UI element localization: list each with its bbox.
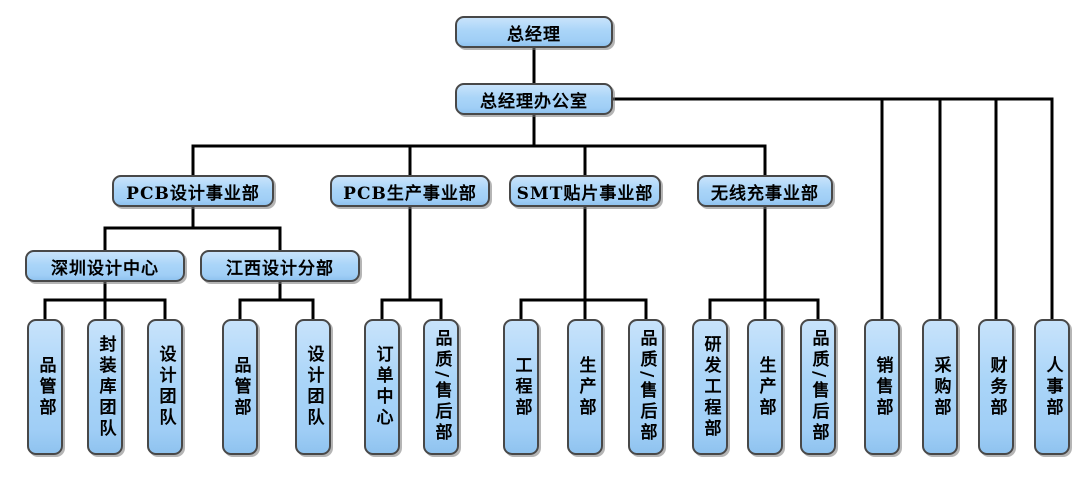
org-node-label: PCB生产事业部 [343,183,477,204]
org-node-jx-design-team: 设计团队 [295,319,331,455]
org-node-label: 生产部 [755,355,776,419]
org-node-gm-office: 总经理办公室 [455,83,613,115]
org-node-general-manager: 总经理 [455,16,613,48]
org-node-label: 品质/售后部 [431,329,452,445]
org-node-pcbprod-quality-after-sales: 品质/售后部 [423,319,459,455]
org-node-smt-division: SMT贴片事业部 [509,175,661,207]
org-node-wl-production-dept: 生产部 [747,319,783,455]
org-node-label: 生产部 [575,355,596,419]
org-node-smt-quality-after-sales: 品质/售后部 [628,319,664,455]
org-node-wireless-division: 无线充事业部 [697,175,833,207]
org-node-label: 总经理办公室 [480,91,588,112]
org-node-order-center: 订单中心 [364,319,400,455]
org-node-label: 品质/售后部 [636,329,657,445]
org-node-label: PCB设计事业部 [126,183,260,204]
org-node-label: 无线充事业部 [711,183,819,204]
org-node-label: 工程部 [511,355,532,419]
org-node-label: 总经理 [507,24,561,45]
org-node-label: 设计团队 [155,345,176,429]
org-node-smt-engineering-dept: 工程部 [503,319,539,455]
org-node-jiangxi-design-branch: 江西设计分部 [200,250,360,282]
org-node-smt-production-dept: 生产部 [567,319,603,455]
org-node-label: 江西设计分部 [226,258,334,279]
org-node-sales-dept: 销售部 [864,319,900,455]
org-node-jx-quality-dept: 品管部 [222,319,258,455]
org-node-label: SMT贴片事业部 [516,183,654,204]
org-node-sz-quality-dept: 品管部 [27,319,63,455]
org-node-pcb-design-division: PCB设计事业部 [112,175,274,207]
org-node-label: 订单中心 [372,345,393,429]
org-node-wl-quality-after-sales: 品质/售后部 [800,319,836,455]
org-node-purchasing-dept: 采购部 [922,319,958,455]
org-node-shenzhen-design-center: 深圳设计中心 [25,250,185,282]
org-node-label: 深圳设计中心 [51,258,159,279]
org-node-label: 财务部 [986,355,1007,419]
org-node-label: 采购部 [930,355,951,419]
org-node-label: 销售部 [872,355,893,419]
org-node-label: 研发工程部 [700,334,721,440]
org-node-finance-dept: 财务部 [978,319,1014,455]
org-node-label: 品管部 [230,355,251,419]
org-node-hr-dept: 人事部 [1034,319,1070,455]
org-node-wl-rd-engineering-dept: 研发工程部 [692,319,728,455]
org-node-label: 品质/售后部 [808,329,829,445]
org-node-label: 人事部 [1042,355,1063,419]
org-node-label: 封装库团队 [95,334,116,440]
org-node-sz-design-team: 设计团队 [147,319,183,455]
org-node-label: 品管部 [35,355,56,419]
org-node-pcb-production-division: PCB生产事业部 [330,175,490,207]
org-node-sz-package-lib-team: 封装库团队 [87,319,123,455]
org-node-label: 设计团队 [303,345,324,429]
